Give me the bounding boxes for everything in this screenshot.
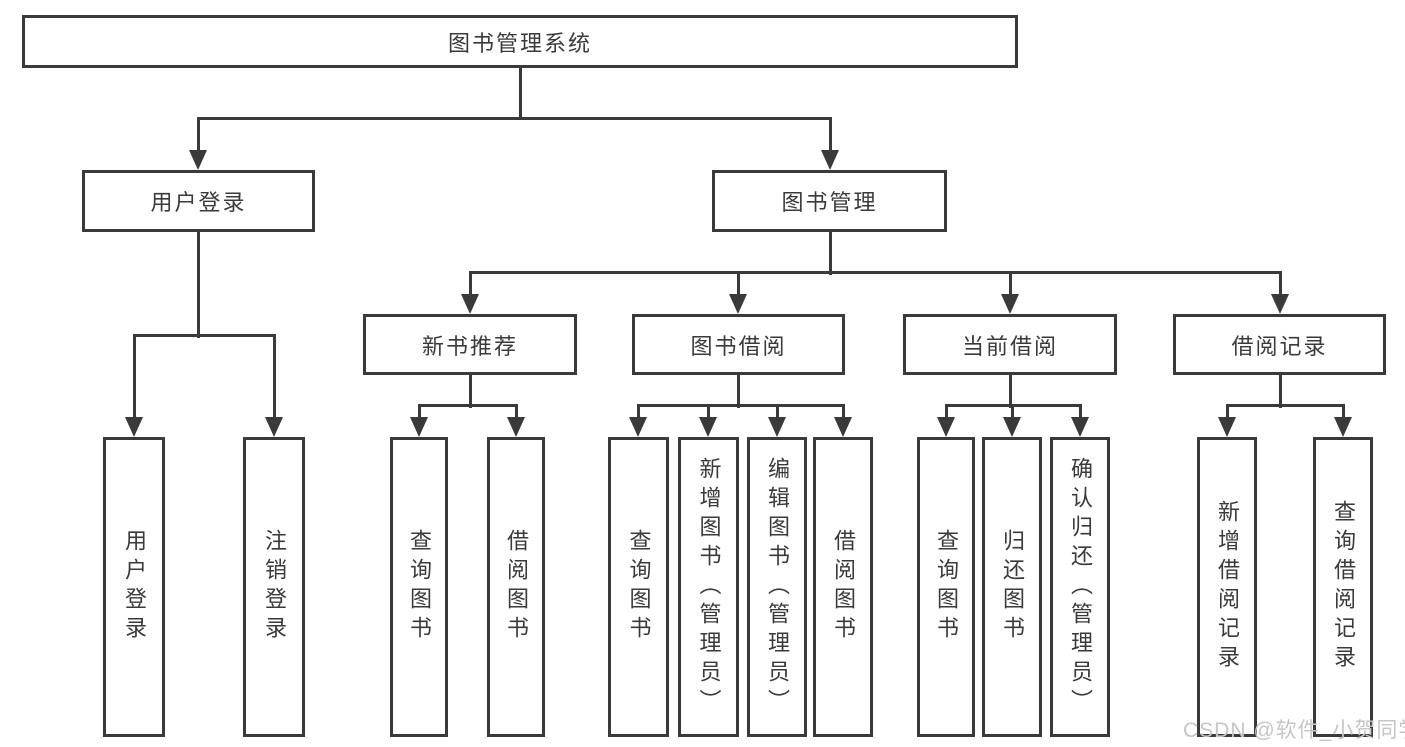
arrowhead-down-icon (461, 294, 479, 314)
connector-line (515, 405, 518, 419)
arrowhead-down-icon (1218, 417, 1236, 437)
connector-line (469, 375, 472, 408)
connector-line (1279, 272, 1282, 296)
leaf-borrow-books-borrowing: 借阅图书 (813, 437, 873, 737)
leaf-edit-books-admin: 编辑图书（管理员） (747, 437, 807, 737)
connector-line (418, 405, 421, 419)
arrowhead-down-icon (1334, 417, 1352, 437)
connector-line (1009, 272, 1012, 296)
leaf-query-books-recommend: 查询图书 (390, 437, 448, 737)
connector-line (273, 335, 276, 419)
connector-line (469, 272, 472, 296)
leaf-confirm-return-admin: 确认归还（管理员） (1050, 437, 1110, 737)
arrowhead-down-icon (1001, 294, 1019, 314)
connector-line (469, 271, 1282, 274)
connector-line (1226, 404, 1345, 407)
arrowhead-down-icon (729, 294, 747, 314)
connector-line (197, 118, 200, 152)
connector-line (707, 405, 710, 419)
arrowhead-down-icon (1003, 417, 1021, 437)
node-current-borrowing: 当前借阅 (903, 314, 1117, 375)
leaf-return-books: 归还图书 (982, 437, 1042, 737)
arrowhead-down-icon (834, 417, 852, 437)
leaf-add-books-admin: 新增图书（管理员） (678, 437, 739, 737)
connector-line (637, 404, 845, 407)
connector-line (945, 404, 1082, 407)
node-borrowing-records: 借阅记录 (1173, 314, 1386, 375)
node-book-borrowing: 图书借阅 (632, 314, 845, 375)
connector-line (1079, 405, 1082, 419)
connector-line (1279, 375, 1282, 408)
arrowhead-down-icon (189, 150, 207, 170)
node-new-book-recommendation: 新书推荐 (363, 314, 577, 375)
leaf-borrow-books-recommend: 借阅图书 (487, 437, 545, 737)
csdn-watermark: CSDN @软件_小贺同学 (1183, 719, 1405, 742)
leaf-query-books-current: 查询图书 (917, 437, 975, 737)
connector-line (519, 67, 522, 118)
connector-line (637, 405, 640, 419)
connector-line (133, 334, 276, 337)
connector-line (1342, 405, 1345, 419)
leaf-user-login: 用户登录 (103, 437, 165, 737)
connector-line (829, 118, 832, 152)
connector-line (829, 232, 832, 275)
leaf-logout: 注销登录 (243, 437, 305, 737)
connector-line (737, 272, 740, 296)
leaf-query-books-borrowing: 查询图书 (608, 437, 669, 737)
node-library-management-system: 图书管理系统 (22, 15, 1018, 68)
arrowhead-down-icon (768, 417, 786, 437)
arrowhead-down-icon (125, 417, 143, 437)
node-user-login: 用户登录 (82, 170, 315, 232)
arrowhead-down-icon (821, 150, 839, 170)
connector-line (1011, 405, 1014, 419)
arrowhead-down-icon (1271, 294, 1289, 314)
connector-line (1226, 405, 1229, 419)
arrowhead-down-icon (1071, 417, 1089, 437)
node-book-management: 图书管理 (712, 170, 947, 232)
leaf-add-borrow-record: 新增借阅记录 (1197, 437, 1257, 737)
connector-line (945, 405, 948, 419)
connector-line (1009, 375, 1012, 408)
leaf-query-borrow-record: 查询借阅记录 (1313, 437, 1373, 737)
arrowhead-down-icon (699, 417, 717, 437)
connector-line (418, 404, 518, 407)
arrowhead-down-icon (937, 417, 955, 437)
connector-line (842, 405, 845, 419)
connector-line (197, 232, 200, 338)
arrowhead-down-icon (629, 417, 647, 437)
connector-line (737, 375, 740, 408)
arrowhead-down-icon (410, 417, 428, 437)
arrowhead-down-icon (265, 417, 283, 437)
arrowhead-down-icon (507, 417, 525, 437)
connector-line (133, 335, 136, 419)
connector-line (776, 405, 779, 419)
connector-line (197, 117, 832, 120)
